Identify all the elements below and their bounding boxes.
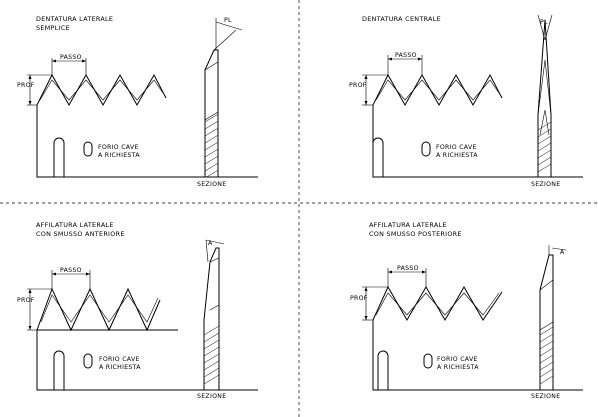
panel-bottom-left: AFFILATURA LATERALE CON SMUSSO ANTERIORE…	[17, 221, 258, 400]
tooth-inner-line	[375, 79, 500, 101]
passo-label: PASSO	[60, 54, 82, 61]
blade-slot	[377, 350, 389, 390]
blade-slot	[53, 137, 65, 177]
panel-title: AFFILATURA LATERALE	[369, 221, 447, 229]
panel-title: DENTATURA LATERALE	[36, 15, 113, 23]
blade-hole	[83, 353, 93, 369]
angle-label: A	[208, 240, 213, 247]
prof-label: PROF	[17, 297, 35, 304]
angle-label: PL	[224, 17, 232, 24]
prof-label: PROF	[17, 82, 35, 89]
blade-slot	[53, 350, 65, 390]
panel-subtitle: SEMPLICE	[36, 24, 70, 32]
panel-top-left: DENTATURA LATERALE SEMPLICE PASSO PROF F…	[17, 15, 258, 188]
tooth-inner-line	[375, 292, 500, 316]
hole-label: FORIO CAVE	[436, 144, 477, 151]
panel-subtitle: CON SMUSSO ANTERIORE	[36, 230, 125, 238]
blade-slot	[372, 137, 384, 177]
hole-label: FORIO CAVE	[98, 144, 139, 151]
blade-outline	[36, 73, 258, 178]
section-label: SEZIONE	[531, 181, 560, 188]
panel-top-right: DENTATURA CENTRALE PASSO PROF FORIO CAVE…	[349, 14, 583, 188]
tooth-inner-line	[39, 79, 164, 101]
blade-section: A	[203, 239, 225, 391]
hole-label-2: A RICHIESTA	[437, 364, 479, 371]
panel-title: DENTATURA CENTRALE	[362, 15, 441, 23]
blade-section: PL	[537, 14, 553, 178]
angle-label: A	[560, 249, 565, 256]
blade-outline	[372, 285, 583, 391]
panel-title: AFFILATURA LATERALE	[36, 221, 114, 229]
hole-label: FORIO CAVE	[99, 356, 140, 363]
blade-hole	[423, 353, 433, 369]
blade-hole	[421, 141, 431, 157]
passo-label: PASSO	[395, 52, 417, 59]
section-label: SEZIONE	[531, 393, 560, 400]
hole-label-2: A RICHIESTA	[98, 152, 140, 159]
prof-label: PROF	[350, 295, 368, 302]
hole-label-2: A RICHIESTA	[436, 152, 478, 159]
blade-outline	[36, 287, 258, 391]
passo-label: PASSO	[60, 267, 82, 274]
passo-label: PASSO	[397, 265, 419, 272]
section-label: SEZIONE	[197, 393, 226, 400]
prof-label: PROF	[349, 82, 367, 89]
blade-section: A	[539, 245, 567, 391]
blade-section: PL	[204, 17, 243, 178]
angle-label: PL	[540, 19, 548, 26]
hole-label: FORIO CAVE	[437, 356, 478, 363]
hole-label-2: A RICHIESTA	[99, 364, 141, 371]
section-label: SEZIONE	[197, 181, 226, 188]
tooth-inner-line	[40, 294, 159, 323]
panel-bottom-right: AFFILATURA LATERALE CON SMUSSO POSTERIOR…	[350, 221, 583, 400]
blade-hole	[83, 141, 93, 157]
panel-subtitle: CON SMUSSO POSTERIORE	[369, 230, 462, 238]
